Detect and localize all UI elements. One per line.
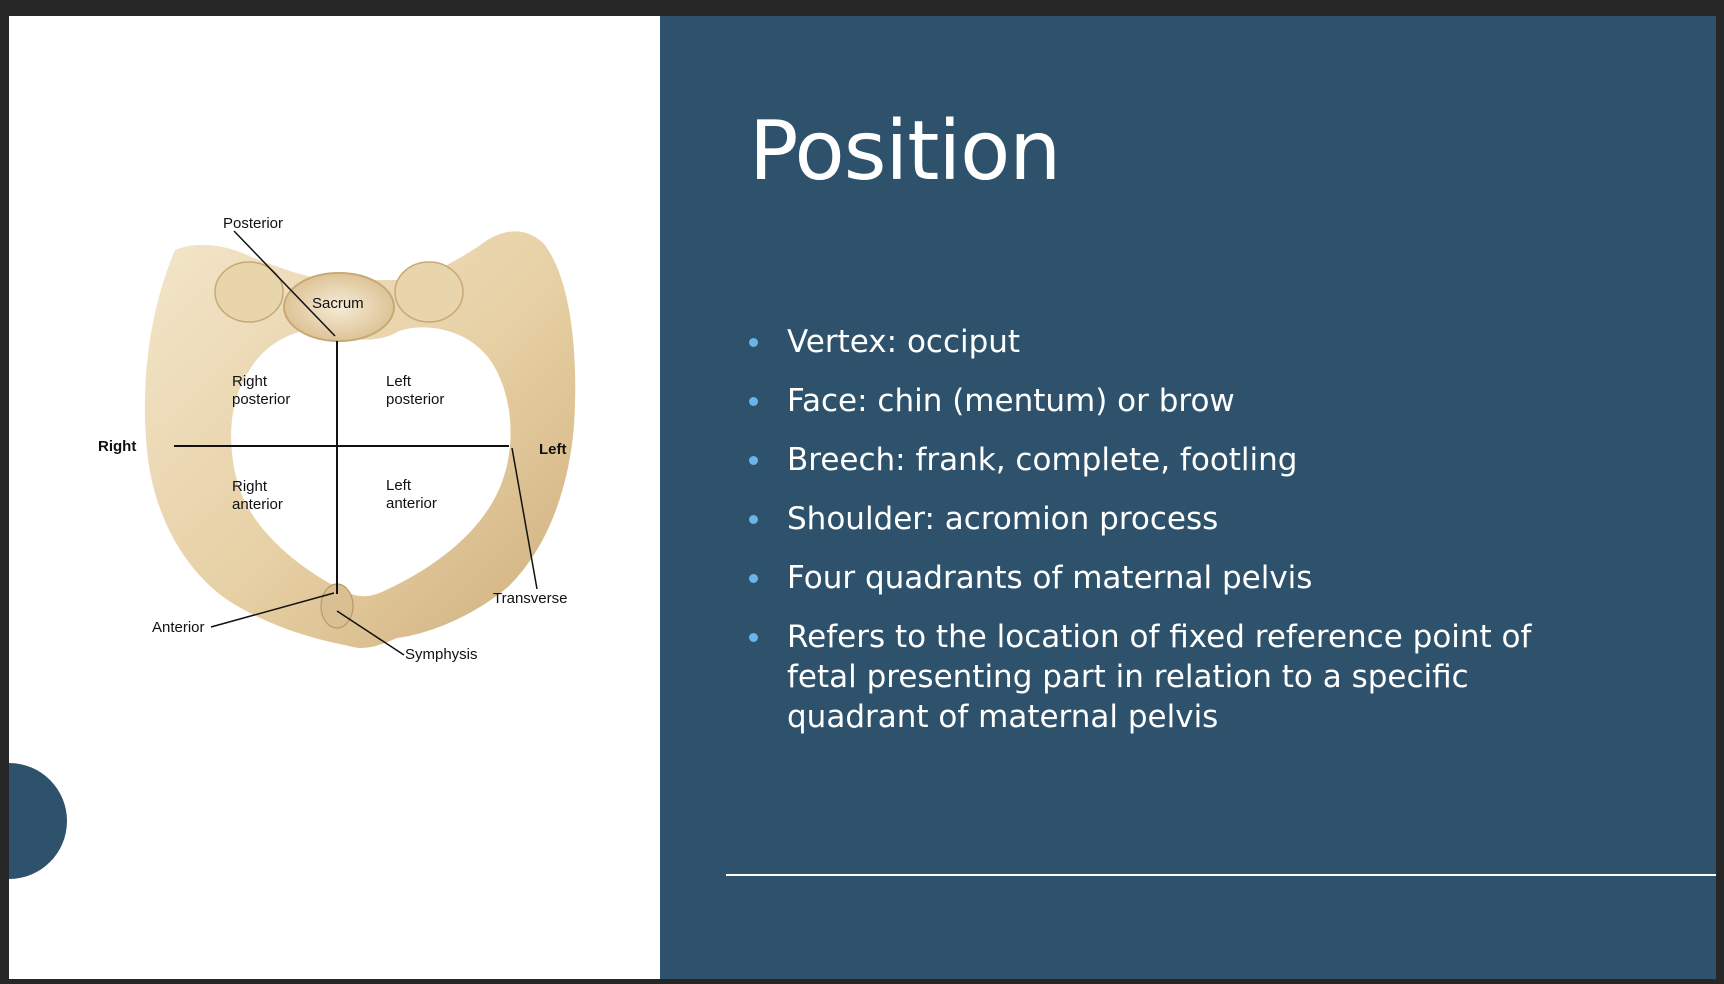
bullet-dot-icon — [749, 574, 758, 583]
bullet-item: Breech: frank, complete, footling — [749, 440, 1609, 480]
bullet-item: Shoulder: acromion process — [749, 499, 1609, 539]
bullet-list: Vertex: occiput Face: chin (mentum) or b… — [749, 322, 1609, 756]
symphysis-label: Symphysis — [405, 646, 478, 663]
bullet-item: Four quadrants of maternal pelvis — [749, 558, 1609, 598]
bullet-item: Refers to the location of fixed referenc… — [749, 617, 1609, 737]
title-panel — [660, 16, 1716, 979]
bullet-text: Four quadrants of maternal pelvis — [787, 560, 1313, 596]
bullet-text: Breech: frank, complete, footling — [787, 442, 1298, 478]
sacrum-label: Sacrum — [312, 295, 364, 312]
symphysis-leader — [336, 610, 405, 656]
transverse-leader — [511, 447, 538, 590]
slide: Posterior Sacrum Right Left Transverse A… — [9, 16, 1716, 979]
pelvis-bone — [144, 231, 576, 649]
right-posterior-label-line1: Right — [232, 373, 268, 390]
bullet-item: Face: chin (mentum) or brow — [749, 381, 1609, 421]
right-anterior-label-line1: Right — [232, 478, 268, 495]
anterior-leader — [210, 592, 335, 628]
transverse-label: Transverse — [493, 590, 567, 607]
right-anterior-label-line2: anterior — [232, 496, 283, 513]
bullet-text: Shoulder: acromion process — [787, 501, 1219, 537]
bullet-dot-icon — [749, 397, 758, 406]
right-label: Right — [98, 438, 136, 455]
anterior-label: Anterior — [152, 619, 205, 636]
pelvis-quadrant-diagram: Posterior Sacrum Right Left Transverse A… — [98, 215, 576, 663]
bullet-dot-icon — [749, 338, 758, 347]
slide-title: Position — [749, 104, 1061, 199]
posterior-label: Posterior — [223, 215, 283, 232]
left-anterior-label-line2: anterior — [386, 495, 437, 512]
left-posterior-label-line2: posterior — [386, 391, 444, 408]
right-posterior-label-line2: posterior — [232, 391, 290, 408]
left-anterior-label-line1: Left — [386, 477, 412, 494]
bullet-text: Face: chin (mentum) or brow — [787, 383, 1235, 419]
bullet-dot-icon — [749, 633, 758, 642]
bullet-item: Vertex: occiput — [749, 322, 1609, 362]
bullet-dot-icon — [749, 515, 758, 524]
bullet-text: Vertex: occiput — [787, 324, 1021, 360]
posterior-leader — [233, 230, 336, 337]
footer-divider — [726, 874, 1716, 876]
bullet-dot-icon — [749, 456, 758, 465]
left-label: Left — [539, 441, 567, 458]
accent-circle — [9, 763, 67, 879]
left-posterior-label-line1: Left — [386, 373, 412, 390]
bullet-text: Refers to the location of fixed referenc… — [787, 619, 1532, 735]
